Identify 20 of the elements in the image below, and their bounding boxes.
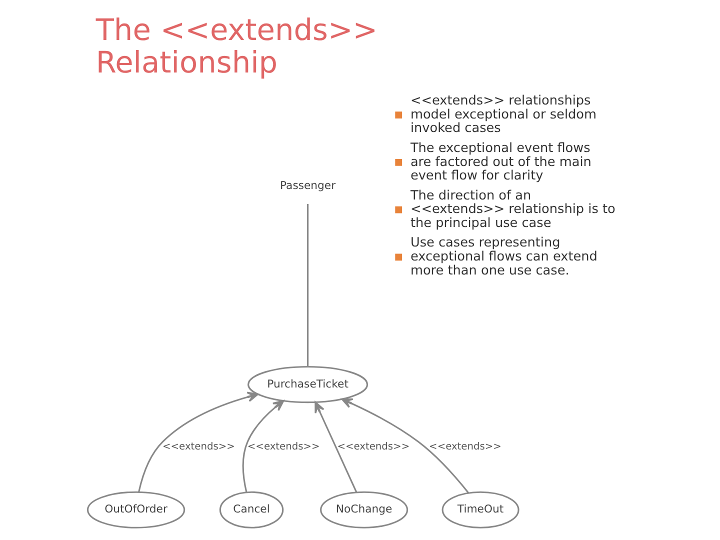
connector	[306, 204, 308, 366]
arrow	[242, 400, 284, 492]
arrow	[314, 401, 357, 493]
label: <<extends>> relationships model exceptional or seldom invoked cases	[410, 94, 596, 136]
edge-label: <<extends>>	[428, 442, 501, 453]
label: Use cases representing exceptional flows can extend more than one use case.	[410, 236, 597, 278]
label: The direction of an <<extends>> relationship is to the principal use case	[410, 188, 615, 231]
edge-label: <<extends>>	[162, 442, 234, 453]
arrow	[138, 392, 258, 492]
arrow	[340, 398, 469, 494]
node-text: Passenger	[280, 178, 336, 192]
node-ellipse: TimeOut	[441, 491, 519, 528]
node-ellipse: NoChange	[320, 491, 408, 528]
diagram-title: The <<extends>> Relationship	[95, 13, 378, 80]
node-ellipse: Cancel	[218, 491, 284, 528]
label: The exceptional event flows are factored out of the main event flow for clarity	[410, 140, 591, 184]
node-ellipse: PurchaseTicket	[247, 366, 368, 404]
edge-label: <<extends>>	[336, 442, 410, 453]
edge-label: <<extends>>	[246, 442, 320, 453]
node-ellipse: OutOfOrder	[86, 491, 185, 528]
